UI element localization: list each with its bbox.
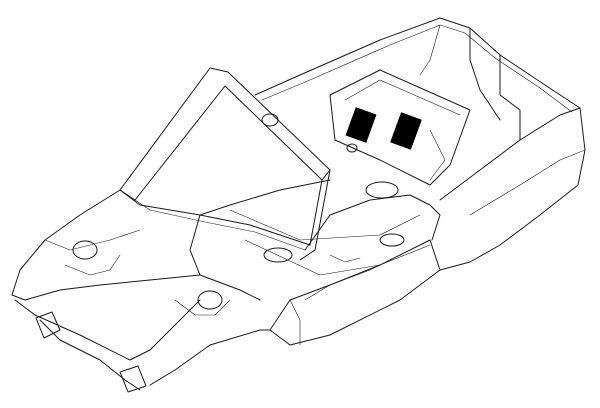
rear-bulkhead	[261, 69, 471, 186]
windshield-frame	[119, 67, 331, 261]
floor-pan	[199, 179, 431, 301]
rear-body	[254, 17, 586, 271]
door-sill	[269, 194, 441, 346]
front-structure	[11, 189, 271, 393]
